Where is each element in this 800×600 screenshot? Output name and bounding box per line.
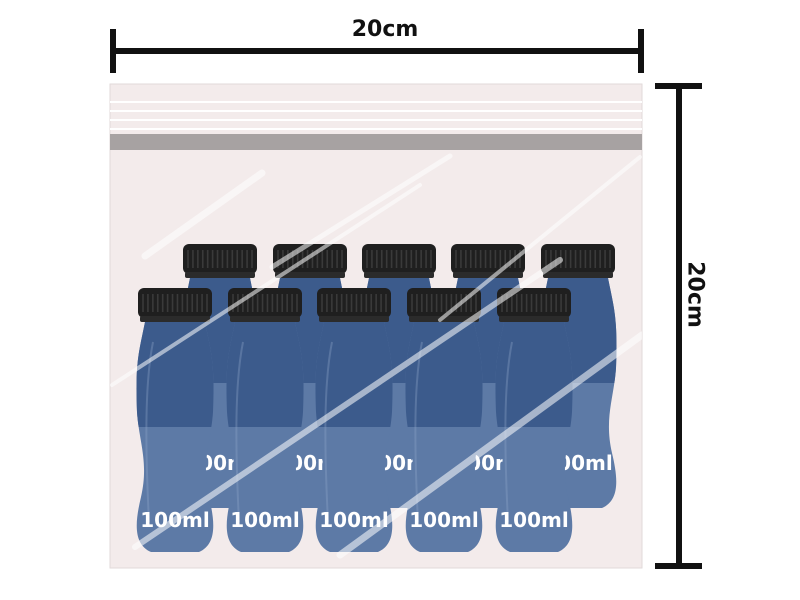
bottle-volume-label: 100ml [230, 508, 299, 532]
bottle-cap [541, 244, 615, 278]
zipper-band [110, 134, 642, 150]
bottle-highlight [145, 341, 154, 523]
bottle-liquid [315, 322, 393, 427]
bottle-cap [362, 244, 436, 278]
bottle-volume-label: 100ml [409, 508, 478, 532]
width-dimension [110, 29, 644, 73]
bottle-cap [407, 288, 481, 322]
bottle-highlight [235, 341, 244, 523]
height-label: 20cm [682, 261, 708, 328]
bag-glare [110, 153, 642, 559]
width-label: 20cm [351, 17, 419, 42]
bottle: 100ml [315, 288, 393, 552]
bottle-cap [138, 288, 212, 322]
bottle-volume-label: 100ml [499, 508, 568, 532]
bottle-cap [228, 288, 302, 322]
bottle-liquid [226, 322, 304, 427]
bottle-highlight [504, 341, 513, 523]
bottle-row-front: 100ml 100ml 100ml 100ml 100ml [136, 288, 573, 552]
bottle: 100ml [136, 288, 214, 552]
bag-top-stripes [110, 101, 642, 130]
bottle-liquid [136, 322, 214, 427]
bottle: 100ml [495, 288, 573, 552]
bottle: 100ml [405, 288, 483, 552]
bottle-cap [497, 288, 571, 322]
bottle-cap [183, 244, 257, 278]
height-dimension [655, 83, 702, 569]
bottle-cap [317, 288, 391, 322]
